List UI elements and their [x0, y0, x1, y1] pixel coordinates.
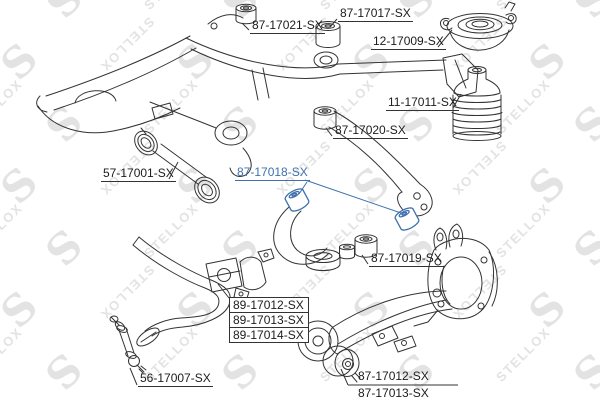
part-link-87-17017-sx[interactable]: 87-17017-SX	[338, 6, 413, 22]
part-link-87-17012-sx[interactable]: 87-17012-SX	[358, 369, 429, 383]
trailing-arm-drawing	[297, 288, 453, 362]
part-link-87-17018-sx-selected[interactable]: 87-17018-SX	[235, 165, 310, 181]
highlight-leader-lines	[298, 179, 402, 214]
part-link-56-17007-sx[interactable]: 56-17007-SX	[138, 371, 213, 387]
curved-arm-drawing	[273, 206, 341, 271]
part-link-11-17011-sx[interactable]: 11-17011-SX	[386, 95, 459, 111]
strut-mount-drawing	[440, 1, 517, 51]
part-link-89-17014-sx[interactable]: 89-17014-SX	[230, 327, 308, 342]
part-link-87-17013-sx[interactable]: 87-17013-SX	[358, 386, 429, 400]
bushing-87-17012-detail	[322, 345, 361, 383]
part-link-87-17021-sx[interactable]: 87-17021-SX	[250, 18, 325, 34]
stabilizer-bar-drawing	[132, 236, 275, 347]
stabilizer-link-drawing	[109, 315, 147, 374]
stabilizer-kit-label-box[interactable]: 89-17012-SX 89-17013-SX 89-17014-SX	[229, 297, 309, 343]
rear-subframe-drawing	[36, 14, 479, 177]
part-link-87-17020-sx[interactable]: 87-17020-SX	[333, 123, 408, 139]
dust-boot-drawing	[451, 66, 503, 141]
highlighted-bushings-87-17018	[284, 188, 420, 231]
part-link-12-17009-sx[interactable]: 12-17009-SX	[371, 34, 446, 50]
bushing-87-17021	[235, 3, 257, 25]
bushing-87-17017	[315, 21, 341, 48]
bushing-87-17020	[313, 106, 337, 130]
part-link-89-17012-sx[interactable]: 89-17012-SX	[233, 298, 304, 312]
part-link-87-17019-sx[interactable]: 87-17019-SX	[369, 251, 444, 267]
part-link-89-17013-sx[interactable]: 89-17013-SX	[230, 312, 308, 327]
part-link-57-17001-sx[interactable]: 57-17001-SX	[101, 166, 176, 182]
knuckle-drawing	[371, 223, 498, 353]
leader-lines	[129, 18, 462, 386]
